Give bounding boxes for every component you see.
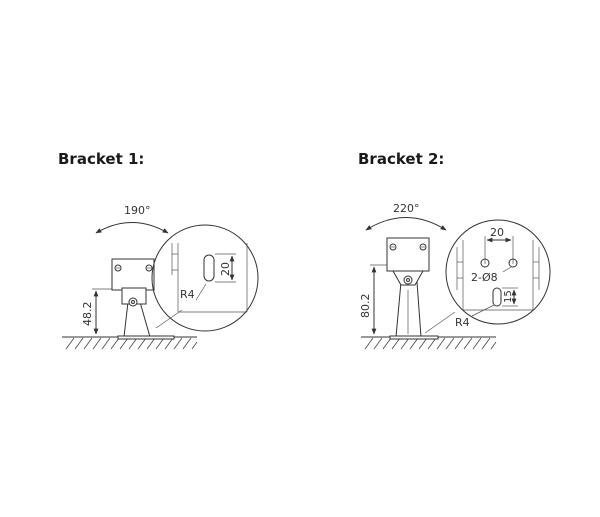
bracket-2-hole-right <box>508 258 518 268</box>
bracket-2-rotation-arc <box>365 217 447 231</box>
bracket-2-hole-left <box>480 258 490 268</box>
bracket-2-radius: R4 <box>455 316 470 329</box>
bracket-1-leader <box>155 309 183 329</box>
bracket-2-slot-length: 15 <box>503 290 514 303</box>
bracket-1-title: Bracket 1: <box>58 150 144 168</box>
bracket-1-angle: 190° <box>124 204 151 217</box>
bracket-2-angle: 220° <box>393 202 420 215</box>
bracket-2-detail: 20 2-Ø8 15 R4 <box>445 219 551 329</box>
bracket-2-height: 80.2 <box>359 294 372 319</box>
bracket-1-diagram: Bracket 1: 190° <box>58 150 259 350</box>
bracket-1-radius: R4 <box>180 288 195 301</box>
bracket-1-slot <box>203 254 215 282</box>
bracket-1-detail: 20 R4 <box>151 224 259 332</box>
bracket-2-holes: 2-Ø8 <box>471 271 498 284</box>
bracket-2-hole-spacing: 20 <box>490 226 504 239</box>
bracket-1-height-dimension: 48.2 <box>81 288 112 335</box>
bracket-2-diagram: Bracket 2: 220° <box>358 150 551 350</box>
bracket-2-leader <box>424 311 456 334</box>
bracket-1-rotation-arc <box>95 222 169 234</box>
bracket-2-height-dimension: 80.2 <box>359 264 392 335</box>
bracket-2-body <box>386 237 439 340</box>
bracket-1-body <box>111 258 175 340</box>
bracket-2-slot <box>492 287 502 307</box>
bracket-1-height: 48.2 <box>81 302 94 327</box>
bracket-1-slot-length: 20 <box>219 262 232 276</box>
bracket-2-title: Bracket 2: <box>358 150 444 168</box>
